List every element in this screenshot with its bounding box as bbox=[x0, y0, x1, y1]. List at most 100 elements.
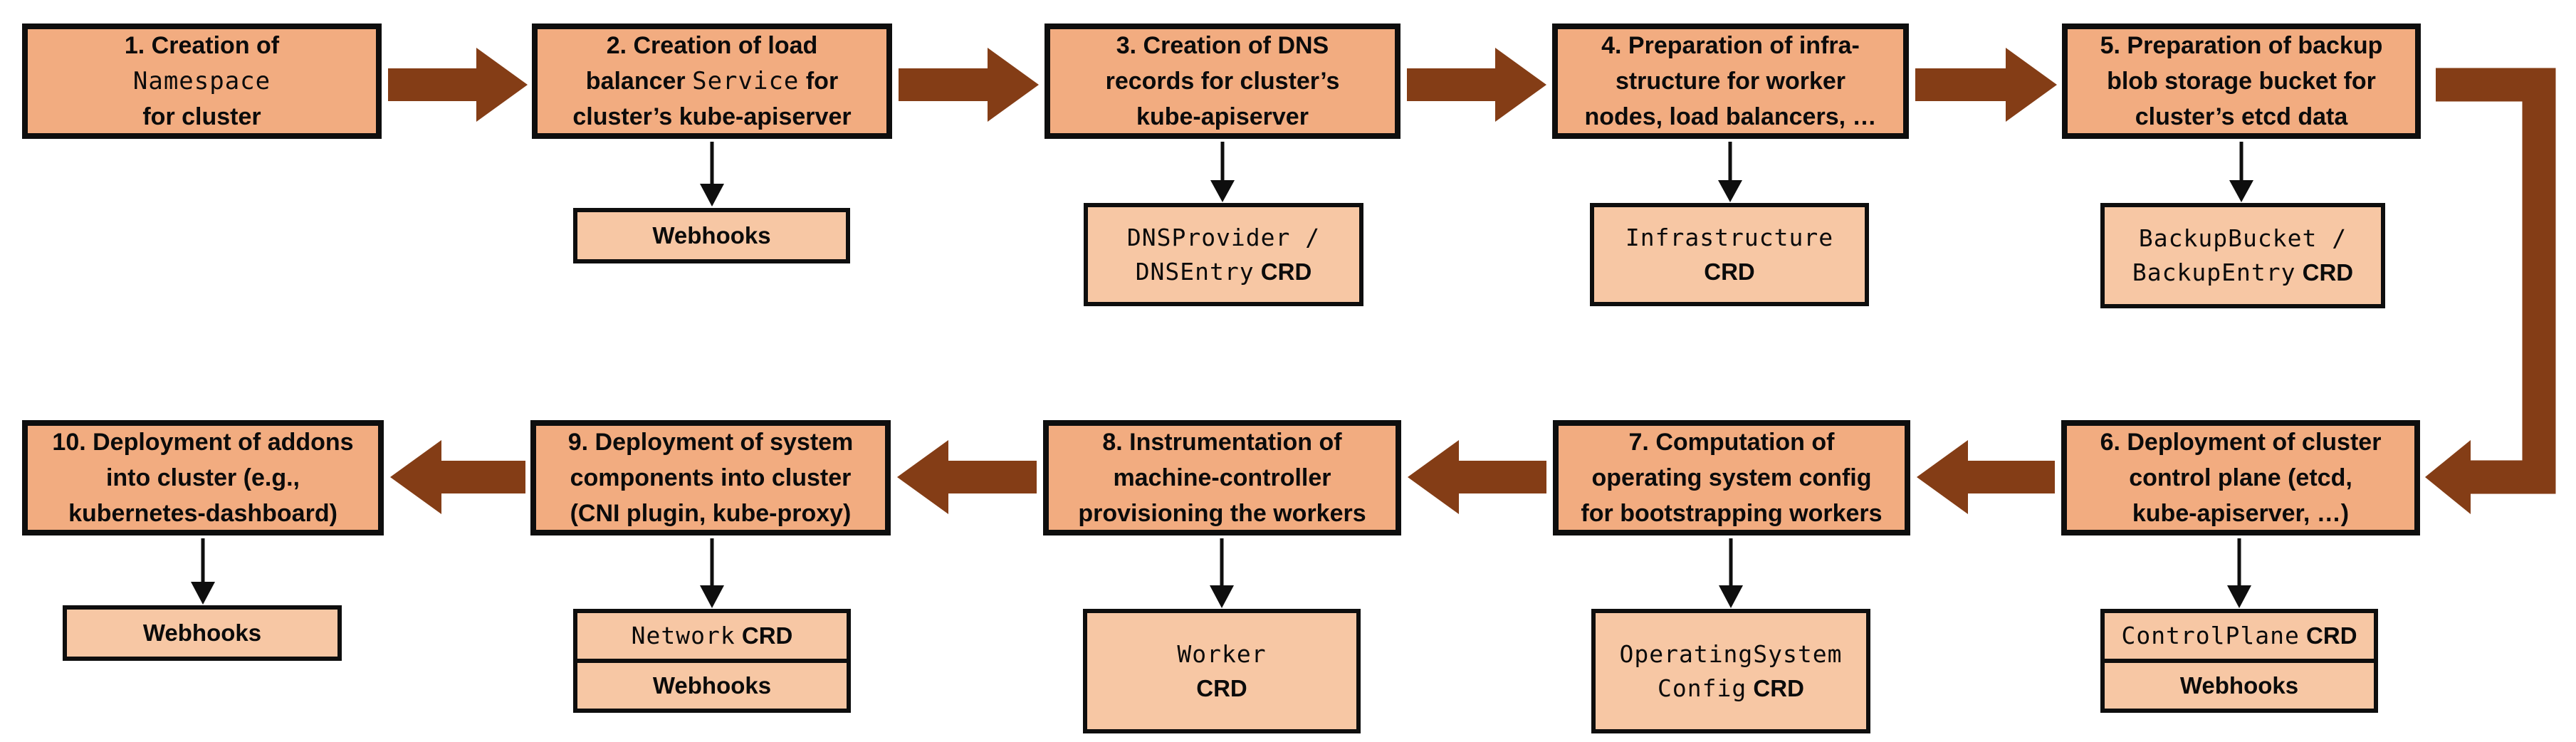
box-text-line: Webhooks bbox=[577, 219, 846, 253]
code-text: BackupBucket / bbox=[2138, 224, 2347, 252]
label-text: control plane (etcd, bbox=[2129, 464, 2352, 491]
box-text-line: CRD bbox=[1087, 672, 1356, 706]
sub-box: Network CRD bbox=[573, 609, 851, 663]
box-text-line: provisioning the workers bbox=[1049, 496, 1396, 531]
flow-arrow-7-8 bbox=[1408, 440, 1546, 514]
box-text-line: 6. Deployment of cluster bbox=[2067, 424, 2414, 460]
code-text: Config bbox=[1658, 674, 1747, 702]
label-text: balancer bbox=[585, 68, 693, 95]
label-text: into cluster (e.g., bbox=[105, 464, 300, 491]
sub-box: Webhooks bbox=[573, 659, 851, 713]
connector-stem-8 bbox=[1210, 538, 1234, 608]
connector-stem-2 bbox=[700, 142, 724, 207]
step-6-box: 6. Deployment of cluster control plane (e… bbox=[2061, 420, 2420, 535]
connector-stem-4 bbox=[1718, 142, 1742, 202]
label-text: 1. Creation of bbox=[124, 32, 280, 59]
sub-box: Webhooks bbox=[63, 605, 342, 661]
box-text-line: 5. Preparation of backup bbox=[2068, 28, 2415, 63]
box-text-line: 9. Deployment of system bbox=[536, 424, 885, 460]
code-text: Service bbox=[692, 67, 800, 95]
label-text: records for cluster’s bbox=[1105, 68, 1340, 95]
label-text: 4. Preparation of infra- bbox=[1601, 32, 1860, 59]
step-3-sub-dns-crd: DNSProvider /DNSEntry CRD bbox=[1084, 203, 1363, 306]
box-text-line: 7. Computation of bbox=[1559, 424, 1905, 460]
box-text-line: 3. Creation of DNS bbox=[1050, 28, 1395, 63]
label-text: 2. Creation of load bbox=[606, 32, 818, 59]
elbow-arrow-5-6 bbox=[2436, 68, 2556, 494]
box-text-line: structure for worker bbox=[1558, 63, 1903, 99]
label-text: kube-apiserver bbox=[1136, 103, 1309, 130]
label-text: 8. Instrumentation of bbox=[1102, 429, 1342, 456]
box-text-line: machine-controller bbox=[1049, 460, 1396, 496]
connector-stem-5 bbox=[2229, 142, 2253, 202]
box-text-line: cluster’s kube-apiserver bbox=[538, 99, 886, 135]
label-text: Webhooks bbox=[142, 620, 262, 646]
code-text: ControlPlane bbox=[2121, 622, 2300, 649]
sub-box: DNSProvider /DNSEntry CRD bbox=[1084, 203, 1363, 306]
code-text: Infrastructure bbox=[1625, 223, 1834, 251]
label-text: for bbox=[799, 68, 839, 95]
flow-arrow-9-10 bbox=[390, 440, 525, 514]
box-text-line: kube-apiserver, …) bbox=[2067, 496, 2414, 531]
step-5-sub-backup-crd: BackupBucket / BackupEntry CRD bbox=[2100, 203, 2385, 308]
box-text-line: control plane (etcd, bbox=[2067, 460, 2414, 496]
box-text-line: Namespace bbox=[28, 63, 376, 99]
label-text: CRD bbox=[2295, 259, 2354, 286]
label-text: CRD bbox=[1254, 258, 1312, 285]
label-text: 7. Computation of bbox=[1628, 429, 1835, 456]
box-text-line: kubernetes-dashboard) bbox=[28, 496, 378, 531]
box-text-line: records for cluster’s bbox=[1050, 63, 1395, 99]
box-text-line: Webhooks bbox=[67, 616, 337, 650]
step-10-sub-webhooks: Webhooks bbox=[63, 605, 342, 661]
label-text: 5. Preparation of backup bbox=[2100, 32, 2383, 59]
code-text: Network bbox=[631, 622, 735, 649]
code-text: BackupEntry bbox=[2132, 258, 2296, 286]
step-2-sub-webhooks: Webhooks bbox=[573, 208, 850, 263]
connector-stem-6 bbox=[2227, 538, 2251, 608]
label-text: 9. Deployment of system bbox=[567, 429, 854, 456]
label-text: 6. Deployment of cluster bbox=[2100, 429, 2382, 456]
box-text-line: Network CRD bbox=[577, 619, 847, 653]
box-text-line: Infrastructure bbox=[1594, 221, 1865, 255]
elbow-arrow-5-6-head bbox=[2425, 440, 2471, 514]
box-text-line: operating system config bbox=[1559, 460, 1905, 496]
code-text: Worker bbox=[1177, 639, 1267, 668]
label-text: CRD bbox=[1196, 674, 1247, 701]
flow-arrow-4-5 bbox=[1915, 48, 2057, 122]
label-text: 3. Creation of DNS bbox=[1116, 32, 1329, 59]
code-text: OperatingSystem bbox=[1619, 639, 1843, 668]
box-text-line: for cluster bbox=[28, 99, 376, 135]
label-text: CRD bbox=[735, 622, 793, 649]
box-text-line: 1. Creation of bbox=[28, 28, 376, 63]
label-text: machine-controller bbox=[1113, 464, 1331, 491]
sub-box: Webhooks bbox=[2100, 659, 2378, 713]
label-text: Webhooks bbox=[652, 672, 772, 699]
box-text-line: balancer Service for bbox=[538, 63, 886, 99]
label-text: Webhooks bbox=[652, 222, 771, 249]
label-text: for bootstrapping workers bbox=[1581, 500, 1883, 527]
label-text: nodes, load balancers, … bbox=[1584, 103, 1877, 130]
box-text-line: CRD bbox=[1594, 255, 1865, 289]
box-text-line: 2. Creation of load bbox=[538, 28, 886, 63]
label-text: blob storage bucket for bbox=[2107, 68, 2376, 95]
step-4-box: 4. Preparation of infra-structure for wo… bbox=[1552, 23, 1909, 139]
label-text: operating system config bbox=[1591, 464, 1872, 491]
label-text: CRD bbox=[1747, 674, 1804, 701]
code-text: Namespace bbox=[132, 67, 271, 95]
code-text: DNSProvider / bbox=[1126, 223, 1321, 251]
step-9-sub-network-crd-webhooks: Network CRD Webhooks bbox=[573, 609, 851, 713]
step-1-box: 1. Creation of Namespace for cluster bbox=[22, 23, 382, 139]
connector-stem-3 bbox=[1210, 142, 1235, 202]
box-text-line: OperatingSystem bbox=[1596, 637, 1866, 672]
box-text-line: BackupEntry CRD bbox=[2105, 256, 2381, 290]
box-text-line: Worker bbox=[1087, 637, 1356, 672]
sub-box: BackupBucket / BackupEntry CRD bbox=[2100, 203, 2385, 308]
box-text-line: DNSProvider / bbox=[1088, 221, 1359, 255]
